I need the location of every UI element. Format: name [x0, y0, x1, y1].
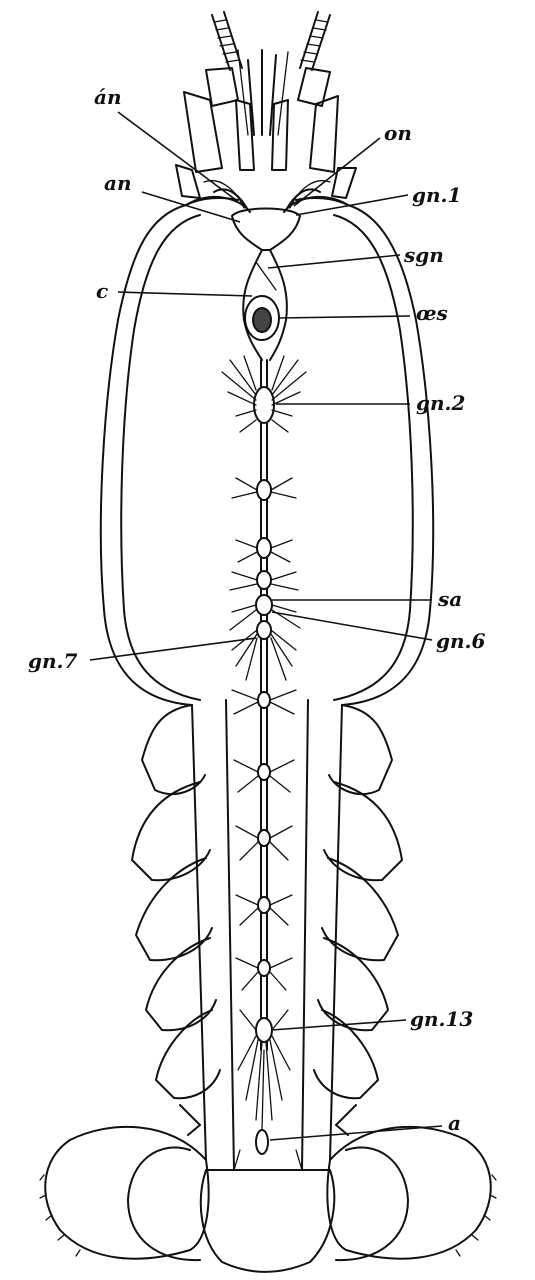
label-gn1: gn.1 [412, 183, 461, 207]
label-gn2: gn.2 [416, 391, 465, 415]
label-gn6: gn.6 [436, 629, 485, 653]
tail-fan [39, 1104, 497, 1273]
label-a: a [448, 1111, 461, 1135]
ganglion-6 [255, 594, 273, 616]
ganglion-9 [257, 763, 271, 781]
pleura-right [313, 704, 403, 1100]
ganglion-4 [256, 537, 272, 559]
nerve-branches [221, 355, 307, 1121]
label-an-upper: án [94, 85, 122, 109]
labels: án on an gn.1 sgn c œs gn.2 sa gn.6 gn.… [28, 85, 485, 1135]
ganglion-11 [257, 896, 271, 914]
ganglion-3 [256, 479, 272, 501]
label-oes: œs [416, 301, 448, 325]
label-on: on [384, 121, 412, 145]
antennae [211, 11, 331, 136]
ganglion-8 [257, 691, 271, 709]
ganglion-13 [255, 1017, 273, 1043]
label-sgn: sgn [403, 243, 444, 267]
ganglion-5 [256, 570, 272, 590]
leader-lines [89, 111, 443, 1141]
label-gn7: gn.7 [28, 649, 77, 673]
pleura-left [131, 704, 221, 1100]
ventral-nerve-cord [185, 180, 349, 1155]
label-gn13: gn.13 [410, 1007, 473, 1031]
label-an: an [104, 171, 132, 195]
ganglion-7 [256, 620, 272, 640]
label-c: c [96, 279, 108, 303]
label-sa: sa [437, 587, 462, 611]
ganglion-2 [253, 386, 275, 424]
ganglion-12 [257, 959, 271, 977]
supraoesophageal-ganglion [230, 207, 302, 251]
ganglion-10 [257, 829, 271, 847]
anus [255, 1129, 269, 1155]
